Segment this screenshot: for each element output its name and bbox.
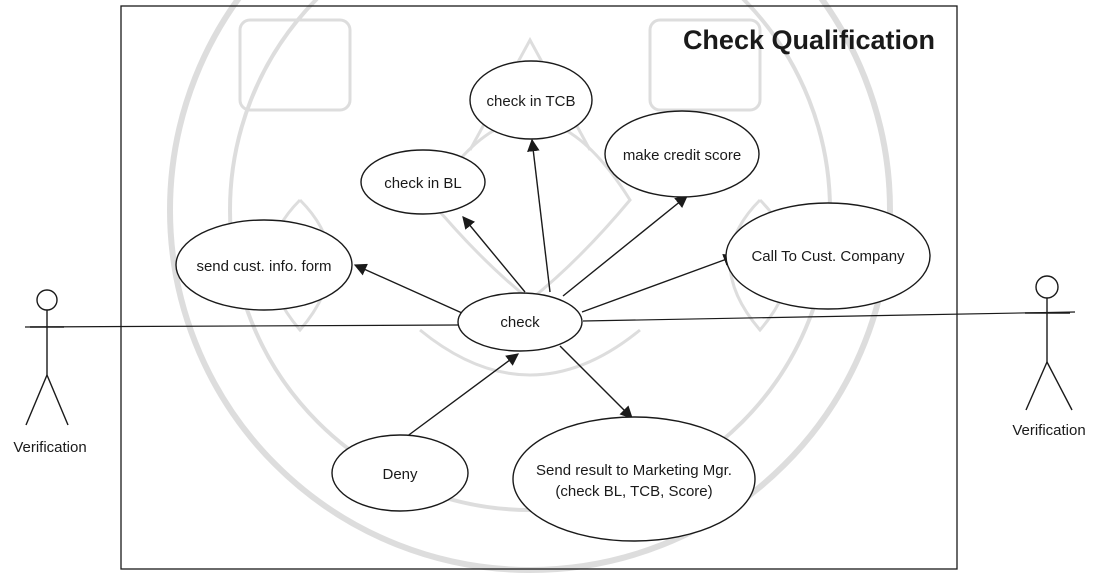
use-case-check-bl: check in BL bbox=[360, 149, 486, 215]
left-actor-association bbox=[24, 324, 459, 328]
use-case-call-company: Call To Cust. Company bbox=[725, 202, 931, 310]
use-case-label: Call To Cust. Company bbox=[751, 248, 905, 265]
use-case-check: check bbox=[457, 292, 583, 352]
use-case-send-form: send cust. info. form bbox=[175, 219, 353, 311]
right-actor-association bbox=[582, 311, 1076, 322]
actor-left bbox=[25, 289, 69, 426]
use-case-label: check in BL bbox=[384, 175, 462, 192]
system-boundary bbox=[120, 5, 958, 570]
use-case-label: check in TCB bbox=[487, 93, 576, 110]
arrow-check-to-result bbox=[559, 345, 633, 419]
actor-right-label: Verification bbox=[1012, 422, 1085, 439]
use-case-label: check bbox=[500, 314, 540, 331]
arrow-check-to-form bbox=[353, 263, 463, 314]
diagram-title: Check Qualification bbox=[683, 25, 935, 55]
arrow-check-to-tcb bbox=[527, 138, 551, 293]
use-case-label-line2: (check BL, TCB, Score) bbox=[555, 483, 712, 500]
arrow-check-to-call bbox=[581, 253, 737, 313]
use-case-label: make credit score bbox=[623, 147, 741, 164]
use-case-send-result: Send result to Marketing Mgr. (check BL,… bbox=[512, 416, 756, 542]
use-case-label: Deny bbox=[382, 466, 418, 483]
use-case-label-line1: Send result to Marketing Mgr. bbox=[536, 462, 732, 479]
arrow-check-to-bl bbox=[462, 216, 526, 293]
use-case-label: send cust. info. form bbox=[196, 258, 331, 275]
use-case-check-tcb: check in TCB bbox=[469, 60, 593, 140]
use-case-credit-score: make credit score bbox=[604, 110, 760, 198]
actor-right bbox=[1025, 275, 1073, 411]
arrow-deny-to-check bbox=[397, 353, 520, 444]
arrow-check-to-credit bbox=[562, 195, 688, 297]
actor-left-label: Verification bbox=[13, 439, 86, 456]
use-case-deny: Deny bbox=[331, 434, 469, 512]
